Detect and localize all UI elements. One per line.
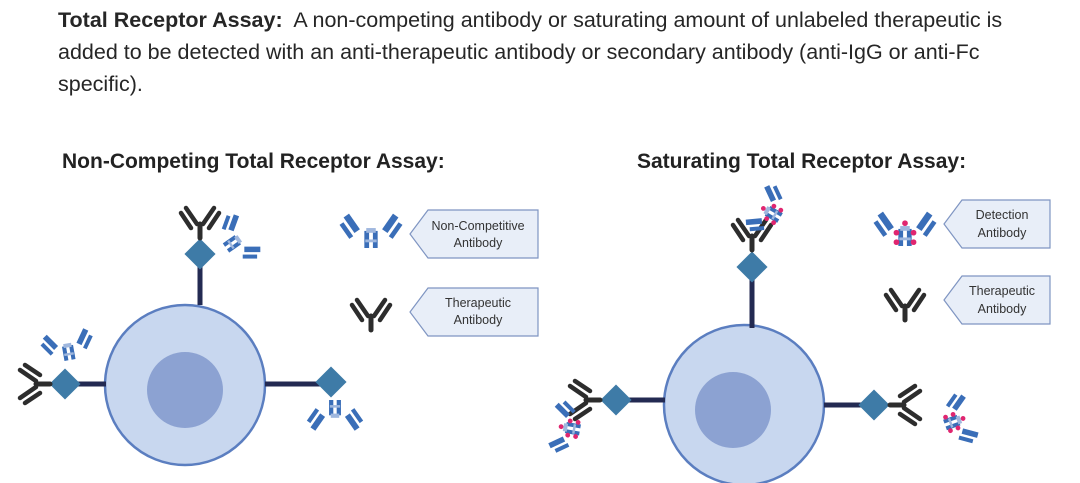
therapeutic-antibody-right-right	[890, 386, 920, 424]
legend-box-non-competitive: Non-Competitive Antibody	[409, 209, 539, 259]
legend-box-therapeutic-right: Therapeutic Antibody	[943, 275, 1051, 325]
left-panel: Non-Competitive Antibody Therapeutic Ant…	[20, 208, 539, 467]
legend-box-therapeutic-left: Therapeutic Antibody	[409, 287, 539, 337]
legend-box-detection: Detection Antibody	[943, 199, 1051, 249]
receptor-top-left	[184, 238, 216, 305]
therapeutic-antibody-left-left	[20, 365, 50, 403]
legend-therapeutic-left-line2: Antibody	[454, 313, 503, 327]
nucleus-left	[147, 352, 223, 428]
non-competitive-antibody-top-left	[210, 209, 265, 270]
legend-therapeutic-antibody-icon-right	[886, 290, 924, 320]
non-competitive-antibody-right-left	[306, 400, 364, 431]
legend-non-competitive-line2: Antibody	[454, 236, 503, 250]
detection-antibody-right-right	[936, 390, 981, 450]
nucleus-right	[695, 372, 771, 448]
left-panel-title: Non-Competing Total Receptor Assay:	[62, 150, 445, 173]
intro-title: Total Receptor Assay:	[58, 8, 283, 32]
legend-detection-line2: Antibody	[978, 226, 1027, 240]
legend-therapeutic-right-line2: Antibody	[978, 302, 1027, 316]
receptor-left-left	[49, 368, 106, 400]
intro-body: A non-competing antibody or saturating a…	[58, 8, 1003, 96]
legend-detection-antibody-icon	[874, 212, 937, 246]
legend-therapeutic-left-line1: Therapeutic	[445, 296, 511, 310]
therapeutic-antibody-left-right	[570, 381, 600, 419]
legend-therapeutic-right-line1: Therapeutic	[969, 284, 1035, 298]
therapeutic-antibody-top-left	[181, 208, 219, 238]
legend-non-competitive-line1: Non-Competitive	[431, 219, 524, 233]
intro-text: Total Receptor Assay: A non-competing an…	[58, 4, 1048, 100]
receptor-top-right	[736, 251, 768, 328]
cell-right	[662, 323, 826, 483]
legend-detection-line1: Detection	[976, 208, 1029, 222]
right-panel-title: Saturating Total Receptor Assay:	[637, 150, 967, 173]
receptor-left-right	[600, 384, 665, 416]
receptor-right-right	[824, 389, 890, 421]
right-panel: Detection Antibody Therapeutic Antibody	[547, 181, 1051, 483]
legend-non-competitive-antibody-icon	[339, 213, 403, 248]
cell-left	[103, 303, 267, 467]
legend-therapeutic-antibody-icon-left	[352, 300, 390, 330]
non-competitive-antibody-left-left	[38, 326, 97, 365]
receptor-right-left	[265, 366, 347, 398]
